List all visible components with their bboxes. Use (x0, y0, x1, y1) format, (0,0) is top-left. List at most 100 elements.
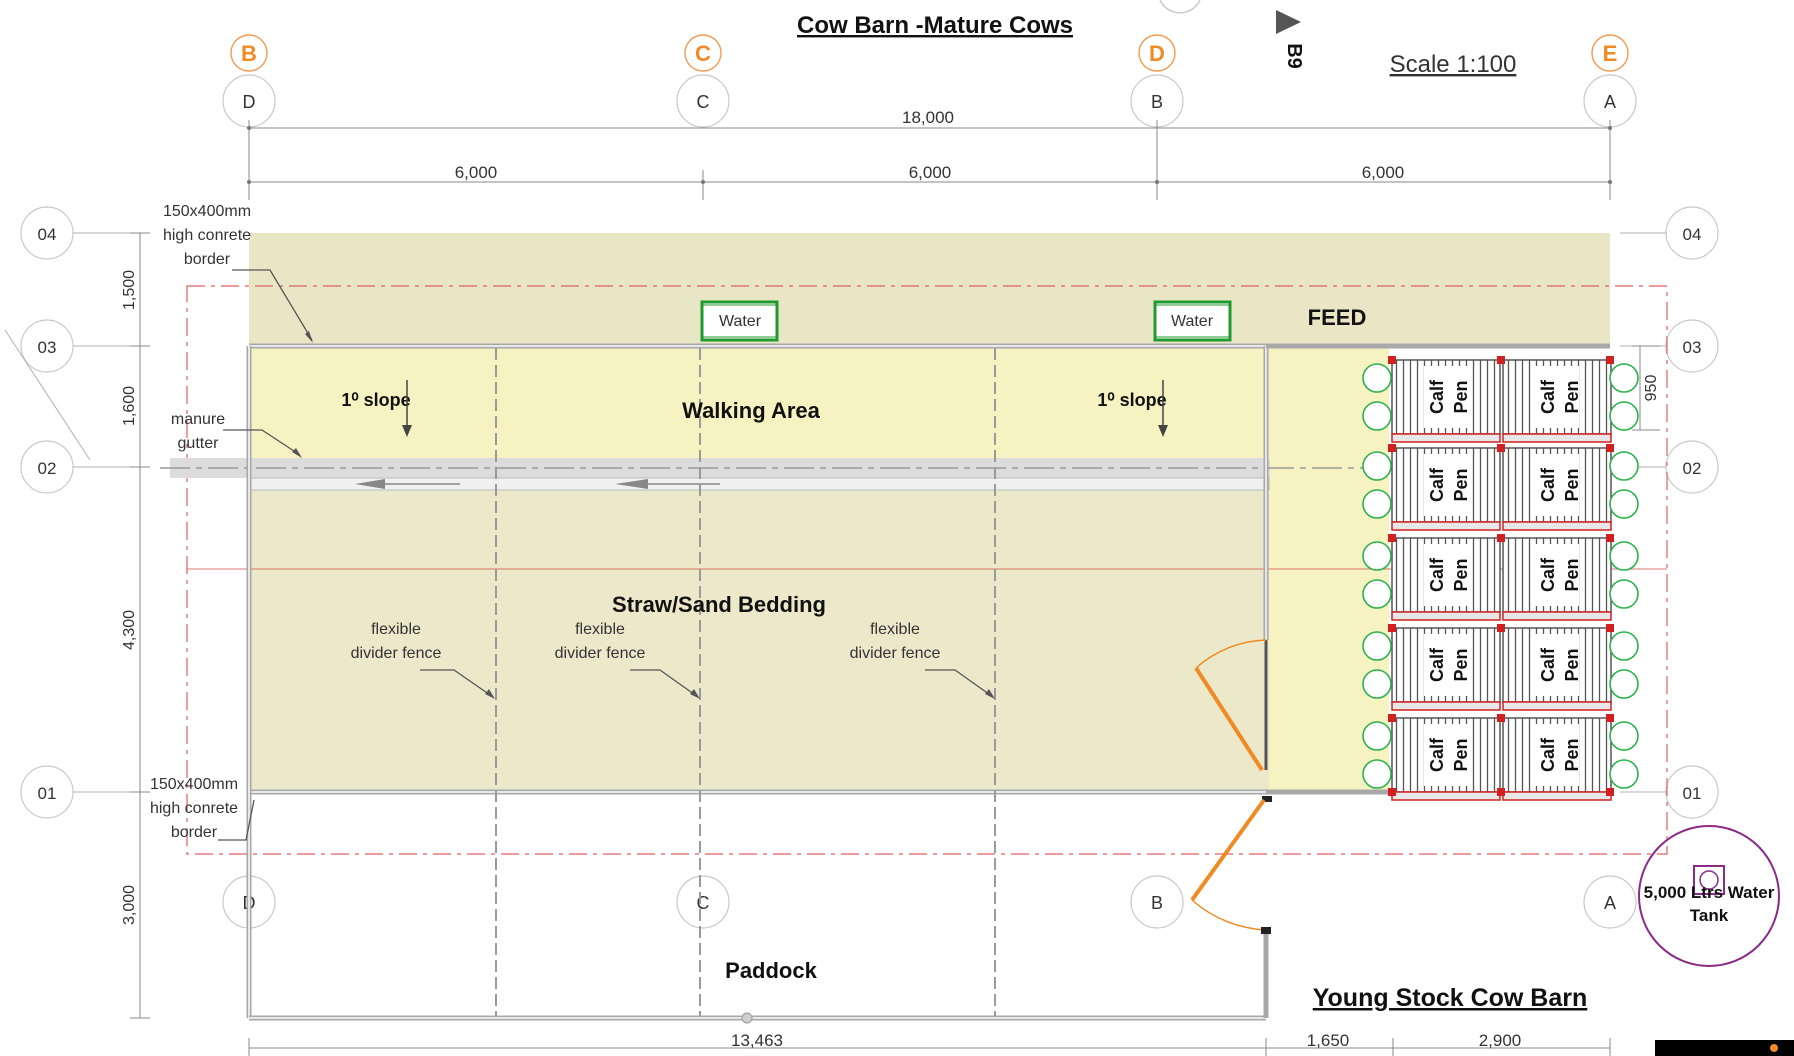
fence-label-2a: flexible (575, 621, 625, 638)
gate-lower (1190, 798, 1271, 934)
pen-post (1606, 788, 1614, 796)
manure-gutter (170, 458, 1270, 478)
border-top-line-3: border (184, 251, 231, 268)
pen-post (1388, 356, 1396, 364)
feeding-ring-icon (1362, 541, 1392, 571)
grid-bubbles-top-orange: B C D E (230, 34, 1629, 72)
pen-post (1497, 788, 1505, 796)
slope-arrow-left-icon (402, 380, 412, 437)
feeding-ring-icon (1362, 401, 1392, 431)
row-grid-ticks (4, 232, 1666, 793)
scale-label: Scale 1:100 (1390, 51, 1517, 78)
border-top-line-1: 150x400mm (163, 203, 251, 220)
grid-bubbles-top-plain: D C B A (222, 74, 1637, 128)
tank-label-2: Tank (1690, 906, 1729, 925)
fence-label-1b: divider fence (351, 645, 442, 662)
feeding-ring-icon (1609, 451, 1639, 481)
divider-fences (495, 348, 996, 1016)
feeding-ring-icon (1609, 489, 1639, 519)
dim-bottom-1: 13,463 (731, 1031, 783, 1050)
fence-label-1a: flexible (371, 621, 421, 638)
grid-label-B-bottom: B (1151, 893, 1163, 913)
fence-leader-arrow-icon-1 (485, 689, 495, 699)
feeding-ring-icon (1362, 451, 1392, 481)
feeding-ring-icon (1609, 669, 1639, 699)
grid-label-B-orange: B (241, 41, 257, 66)
grid-label-D-orange: D (1149, 41, 1165, 66)
grid-label-A: A (1604, 92, 1616, 112)
border-bottom-line-1: 150x400mm (150, 776, 238, 793)
row-label-04-right: 04 (1683, 225, 1702, 244)
feeding-ring-icon (1362, 579, 1392, 609)
left-dimensions (130, 232, 150, 1019)
border-top-line-2: high conrete (163, 227, 251, 244)
dim-bottom-2: 1,650 (1307, 1031, 1350, 1050)
manure-leader (223, 429, 301, 456)
slope-label-right: 1⁰ slope (1097, 390, 1166, 410)
tank-outlet-icon (1699, 870, 1719, 890)
fence-label-3b: divider fence (850, 645, 941, 662)
row-label-03: 03 (38, 338, 57, 357)
section-arc (1159, 0, 1201, 14)
post (741, 1012, 753, 1024)
main-title: Cow Barn -Mature Cows (797, 12, 1073, 39)
young-stock-title: Young Stock Cow Barn (1313, 984, 1588, 1012)
section-arrow-icon (1276, 10, 1301, 34)
dim-bottom-3: 2,900 (1479, 1031, 1522, 1050)
slope-arrow-right-icon (1158, 380, 1168, 437)
pen-post (1606, 356, 1614, 364)
feeding-ring-icon (1362, 631, 1392, 661)
border-bottom-leader (218, 799, 255, 841)
pen-post (1497, 534, 1505, 542)
dim-bay-2: 6,000 (909, 163, 952, 182)
pen-post (1606, 714, 1614, 722)
pen-post (1497, 624, 1505, 632)
fence-leader-2 (630, 669, 699, 698)
pen-post (1497, 444, 1505, 452)
corner-block (1655, 1040, 1794, 1056)
bedding-label: Straw/Sand Bedding (612, 592, 826, 617)
feeding-ring-icon (1609, 541, 1639, 571)
bedding-area (249, 490, 1269, 792)
row-label-01-right: 01 (1683, 784, 1702, 803)
grid-label-A-bottom: A (1604, 893, 1616, 913)
row-label-03-right: 03 (1683, 338, 1702, 357)
bottom-dimensions (248, 1038, 1611, 1056)
feeding-ring-icon (1362, 721, 1392, 751)
dim-bay-1: 6,000 (455, 163, 498, 182)
dim-left-1: 1,500 (121, 270, 138, 310)
row-label-02-right: 02 (1683, 459, 1702, 478)
feed-area (249, 233, 1610, 346)
border-top-leader (232, 269, 313, 341)
feed-label: FEED (1308, 305, 1367, 330)
top-dimensions (247, 120, 1612, 200)
row-label-01: 01 (38, 784, 57, 803)
feeding-ring-icon (1609, 401, 1639, 431)
manure-leader-arrow-icon (292, 448, 302, 458)
feeding-ring-icon (1362, 759, 1392, 789)
section-mark: B9 (1283, 43, 1305, 69)
dim-left-2: 1,600 (121, 386, 138, 426)
fence-leader-arrow-icon-2 (690, 689, 700, 699)
feeding-ring-icon (1609, 759, 1639, 789)
building-outline-dashed (186, 285, 1668, 855)
water-tank (1638, 825, 1780, 967)
slope-label-left: 1⁰ slope (341, 390, 410, 410)
fence-label-2b: divider fence (555, 645, 646, 662)
gutter-flow-arrow-icon (355, 479, 385, 489)
pen-post (1497, 714, 1505, 722)
border-bottom-line-3: border (171, 824, 218, 841)
